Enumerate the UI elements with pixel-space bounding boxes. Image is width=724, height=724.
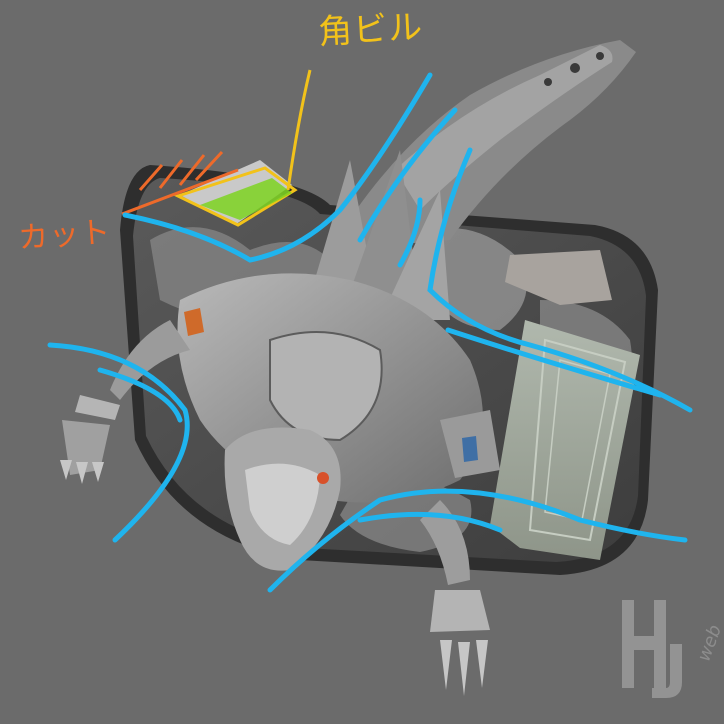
- blue-cut-strokes: [47, 72, 693, 593]
- monster-figure: [60, 40, 636, 696]
- corner-building-label: 角ビル: [317, 7, 425, 53]
- cut-label: カット: [17, 214, 113, 257]
- corner-building-markup: [173, 69, 312, 227]
- hj-web-logo-graphic: [622, 600, 682, 698]
- hj-web-logo-icon: web: [614, 592, 724, 702]
- cut-markup: [121, 150, 239, 216]
